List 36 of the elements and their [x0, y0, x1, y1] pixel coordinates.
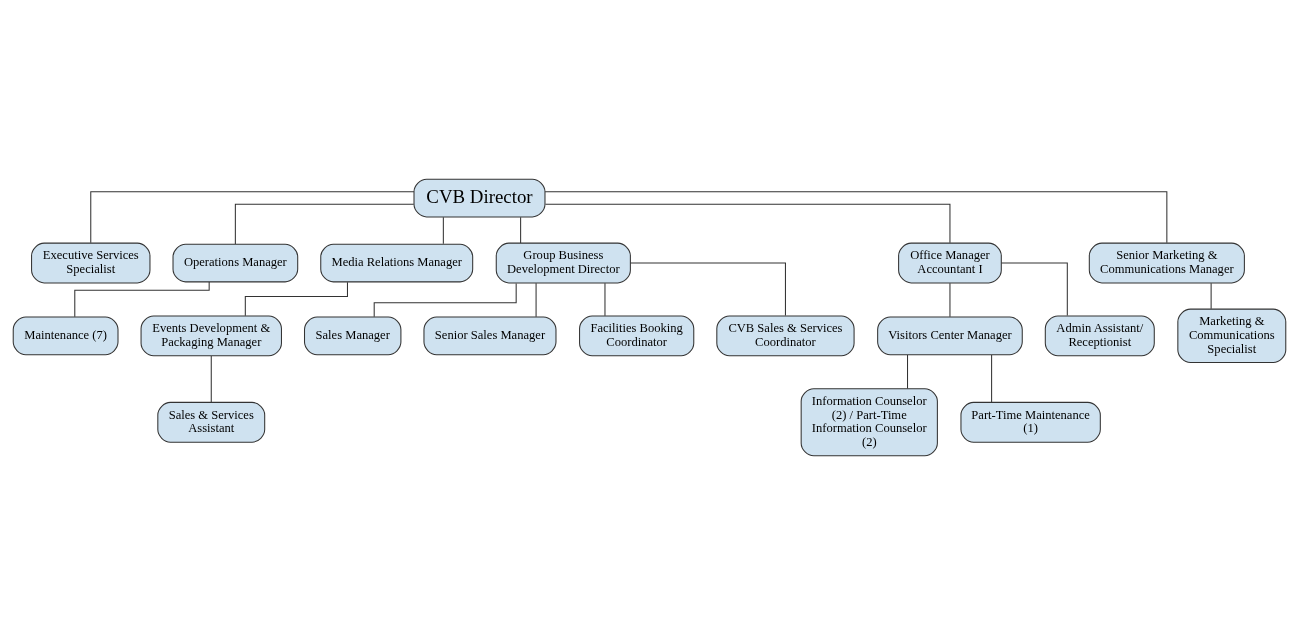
connector — [442, 216, 444, 244]
node-box: Group Business Development Director — [495, 242, 631, 283]
node-box: Admin Assistant/ Receptionist — [1044, 314, 1155, 356]
connector — [544, 203, 951, 243]
node-box: Sales & Services Assistant — [157, 401, 266, 443]
connector — [630, 262, 786, 316]
connector — [210, 354, 212, 403]
node-box: Operations Manager — [172, 243, 299, 282]
node-box: Information Counselor (2) / Part-Time Information Counselor (2) — [800, 387, 938, 456]
connector — [991, 354, 993, 403]
connector — [234, 203, 415, 245]
node-box: Senior Sales Manager — [423, 315, 557, 355]
node-box: Visitors Center Manager — [877, 315, 1023, 355]
node-box: Office Manager Accountant I — [898, 242, 1002, 283]
connector — [373, 282, 517, 317]
node-box: Sales Manager — [304, 315, 402, 355]
node-box: Facilities Booking Coordinator — [579, 314, 695, 356]
connector — [1210, 282, 1212, 309]
node-box: CVB Director — [413, 178, 546, 217]
connector — [544, 190, 1168, 243]
node-box: Part-Time Maintenance (1) — [960, 401, 1101, 443]
node-box: Senior Marketing & Communications Manager — [1088, 242, 1245, 283]
connector — [1000, 262, 1068, 316]
node-box: CVB Sales & Services Coordinator — [716, 314, 855, 356]
node-box: Maintenance (7) — [12, 315, 119, 355]
node-box: Marketing & Communications Specialist — [1177, 308, 1287, 363]
connector — [535, 282, 537, 317]
node-box: Events Development & Packaging Manager — [140, 314, 282, 356]
connector — [604, 282, 606, 316]
connector — [520, 216, 522, 243]
node-box: Executive Services Specialist — [31, 242, 151, 283]
connector — [74, 280, 210, 317]
node-box: Media Relations Manager — [320, 243, 474, 282]
connector — [90, 190, 415, 243]
connector — [907, 354, 909, 389]
connector — [949, 282, 951, 317]
